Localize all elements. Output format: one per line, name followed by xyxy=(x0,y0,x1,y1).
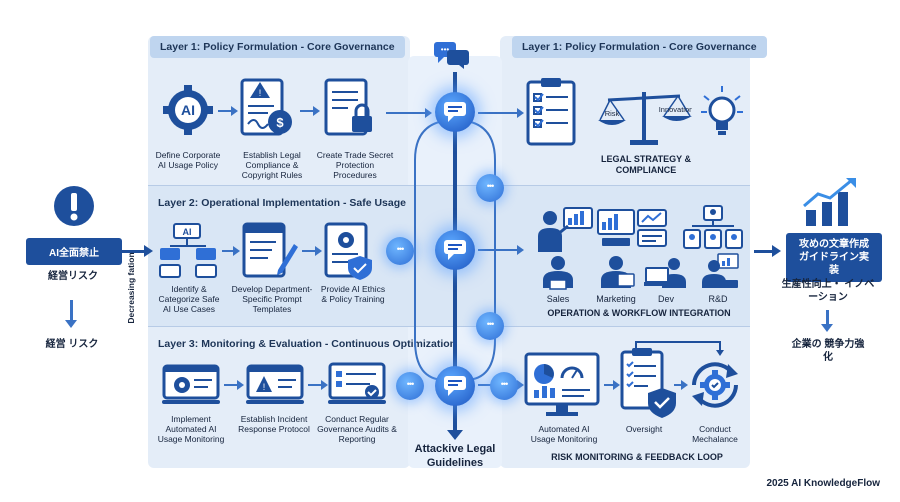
chat-icon: ••• xyxy=(434,42,469,69)
chat-bubble-icon xyxy=(396,372,424,400)
balance-scale-icon: Risk Innovation xyxy=(598,92,692,145)
legal-strategy-label: LEGAL STRATEGY & COMPLIANCE xyxy=(600,154,691,175)
audit-checklist-icon xyxy=(328,362,386,404)
flow-arrow xyxy=(308,380,328,390)
hub-to-layer1-right-arrow xyxy=(478,108,524,118)
lock-document-icon xyxy=(324,78,372,136)
center-label: Attackive Legal Guidelines xyxy=(414,443,496,469)
risk-monitoring-label: RISK MONITORING & FEEDBACK LOOP xyxy=(551,452,723,462)
layer-divider-2 xyxy=(148,326,750,327)
ai-box-text: AI xyxy=(183,227,192,237)
hub-layer2 xyxy=(435,230,475,270)
svg-text:!: ! xyxy=(259,88,262,98)
layer3-title: Layer 3: Monitoring & Evaluation - Conti… xyxy=(158,338,457,350)
flow-arrow xyxy=(674,380,688,390)
operation-workflow-label: OPERATION & WORKFLOW INTEGRATION xyxy=(547,308,731,318)
oversight-shield-icon xyxy=(620,348,676,418)
legal-document-icon: ! $ xyxy=(240,78,292,136)
flow-arrow xyxy=(218,106,238,116)
hub-layer3 xyxy=(435,366,475,406)
chat-bubble-icon xyxy=(476,174,504,202)
layer3-step-3: Conduct Regular Governance Audits & Repo… xyxy=(317,414,397,444)
flow-arrow xyxy=(222,246,240,256)
clipboard-checklist-icon xyxy=(526,78,576,146)
scale-risk-label: Risk xyxy=(605,109,620,118)
footer-credit: 2025 AI KnowledgeFlow xyxy=(766,478,880,489)
dept-rnd: R&D xyxy=(708,294,728,304)
ban-to-layer2-arrow xyxy=(122,250,146,253)
layer2-step-2: Develop Department-Specific Prompt Templ… xyxy=(231,284,313,314)
center-spine-arrowhead xyxy=(447,430,463,440)
marketing-person-icon xyxy=(601,256,635,288)
rnd-person-icon xyxy=(702,253,739,288)
layer1-to-hub-arrow xyxy=(386,108,432,118)
layer1-step-1: Define Corporate AI Usage Policy xyxy=(155,150,221,170)
growth-chart-icon xyxy=(803,178,856,226)
flow-arrow xyxy=(604,380,620,390)
risk-label: 経営リスク xyxy=(48,271,98,282)
layer1-step-3: Create Trade Secret Protection Procedure… xyxy=(316,150,394,180)
feedback-loop-gear-icon xyxy=(692,362,738,408)
hub-layer1 xyxy=(435,92,475,132)
scale-innovation-label: Innovation xyxy=(659,105,692,114)
dept-dev: Dev xyxy=(657,294,674,304)
svg-text:!: ! xyxy=(263,382,266,392)
right-layer3-step-1: Automated AI Usage Monitoring xyxy=(530,424,598,444)
dept-marketing: Marketing xyxy=(596,294,636,304)
flow-arrow xyxy=(300,106,320,116)
chat-bubble-icon xyxy=(476,312,504,340)
ai-gear-icon: AI xyxy=(163,85,213,135)
risk-bottom-label: 経営 リスク xyxy=(45,339,99,350)
lightbulb-icon xyxy=(701,86,743,135)
productivity-down-arrowhead xyxy=(821,324,833,332)
guideline-label: 攻めの文章作成 ガイドライン実装 xyxy=(786,233,882,282)
use-case-flow-icon: AI xyxy=(159,223,217,278)
chat-bubble-icon xyxy=(386,237,414,265)
svg-text:$: $ xyxy=(276,115,284,130)
org-chart-icon xyxy=(683,205,743,249)
competitiveness-label: 企業の 競争力強化 xyxy=(791,339,865,363)
monitoring-dashboard-icon xyxy=(524,352,600,416)
right-layer3-step-3: Conduct Mechalance xyxy=(692,424,738,444)
flow-arrow xyxy=(302,246,322,256)
ban-arrowhead xyxy=(144,245,153,257)
ai-gear-text: AI xyxy=(181,102,195,118)
warning-icon xyxy=(54,186,94,226)
right-layer1-title: Layer 1: Policy Formulation - Core Gover… xyxy=(512,36,767,58)
svg-text:•••: ••• xyxy=(441,45,450,54)
ethics-training-icon xyxy=(324,222,372,280)
monitoring-gear-icon xyxy=(162,364,220,404)
dev-laptop-icon xyxy=(644,258,686,288)
flow-arrow xyxy=(224,380,244,390)
sales-person-icon xyxy=(543,256,573,290)
incident-alert-icon: ! xyxy=(246,364,304,404)
template-pencil-icon xyxy=(242,222,298,278)
feedback-loop-arrows xyxy=(635,341,724,356)
layer2-step-1: Identify & Categorize Safe AI Use Cases xyxy=(158,284,220,314)
dashboard-screens-icon xyxy=(597,209,667,247)
center-connectors xyxy=(414,119,496,381)
productivity-down-arrow xyxy=(826,310,829,326)
risk-down-arrowhead xyxy=(65,320,77,328)
hub-to-layer2-right-arrow xyxy=(478,245,524,255)
layer3-step-1: Implement Automated AI Usage Monitoring xyxy=(157,414,225,444)
to-guideline-arrowhead xyxy=(772,245,781,257)
layer3-step-2: Establish Incident Response Protocol xyxy=(238,414,310,434)
vertical-label: Decreasing fation xyxy=(126,252,136,324)
ai-ban-label: AI全面禁止 xyxy=(26,238,122,265)
chat-bubble-icon xyxy=(490,372,518,400)
risk-down-arrow xyxy=(70,300,73,322)
productivity-label: 生産性向上・ イノベーション xyxy=(781,279,875,303)
layer2-title: Layer 2: Operational Implementation - Sa… xyxy=(158,197,406,209)
layer-divider-1 xyxy=(148,185,750,186)
presenter-icon xyxy=(538,207,593,252)
to-guideline-arrow xyxy=(754,250,774,253)
layer2-step-3: Provide AI Ethics & Policy Training xyxy=(320,284,386,304)
dept-sales: Sales xyxy=(546,294,570,304)
left-layer1-title: Layer 1: Policy Formulation - Core Gover… xyxy=(150,36,405,58)
right-layer3-step-2: Oversight xyxy=(625,424,663,434)
layer1-step-2: Establish Legal Compliance & Copyright R… xyxy=(241,150,303,180)
